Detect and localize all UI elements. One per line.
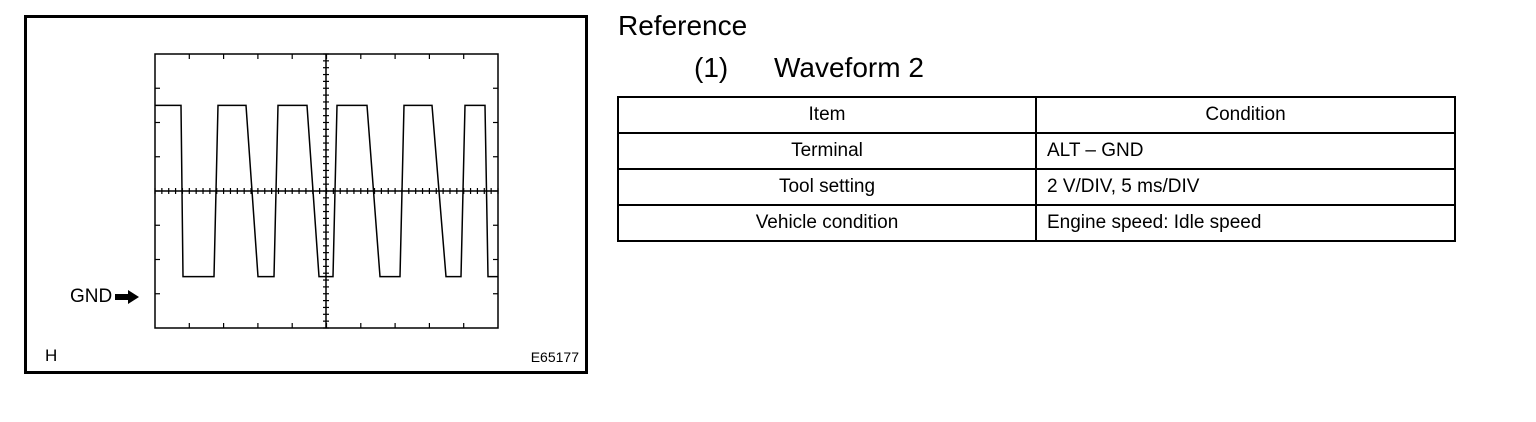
figure-corner-label: H xyxy=(45,346,58,365)
waveform-trace xyxy=(155,104,498,278)
row-item: Vehicle condition xyxy=(617,204,1037,242)
table-row: Terminal ALT – GND xyxy=(617,132,1456,170)
waveform-figure: GND H E65177 xyxy=(24,15,588,374)
header-item: Item xyxy=(617,96,1037,134)
scope-ticks xyxy=(154,53,499,329)
figure-code: E65177 xyxy=(530,349,579,365)
condition-table: Item Condition Terminal ALT – GND Tool s… xyxy=(617,96,1456,242)
table-row: Vehicle condition Engine speed: Idle spe… xyxy=(617,204,1456,242)
row-condition: Engine speed: Idle speed xyxy=(1035,204,1456,242)
waveform-heading: (1) Waveform 2 xyxy=(694,52,924,84)
header-condition: Condition xyxy=(1035,96,1456,134)
row-item: Terminal xyxy=(617,132,1037,170)
reference-title: Reference xyxy=(618,10,748,41)
gnd-label: GND xyxy=(70,286,113,307)
table-row: Tool setting 2 V/DIV, 5 ms/DIV xyxy=(617,168,1456,206)
row-condition: ALT – GND xyxy=(1035,132,1456,170)
section-title: Waveform 2 xyxy=(774,52,924,83)
row-condition: 2 V/DIV, 5 ms/DIV xyxy=(1035,168,1456,206)
row-item: Tool setting xyxy=(617,168,1037,206)
right-arrow-icon xyxy=(115,290,140,304)
section-number: (1) xyxy=(694,52,729,83)
oscilloscope-display xyxy=(154,53,499,329)
table-header-row: Item Condition xyxy=(617,96,1456,134)
gnd-marker: GND xyxy=(70,286,140,308)
